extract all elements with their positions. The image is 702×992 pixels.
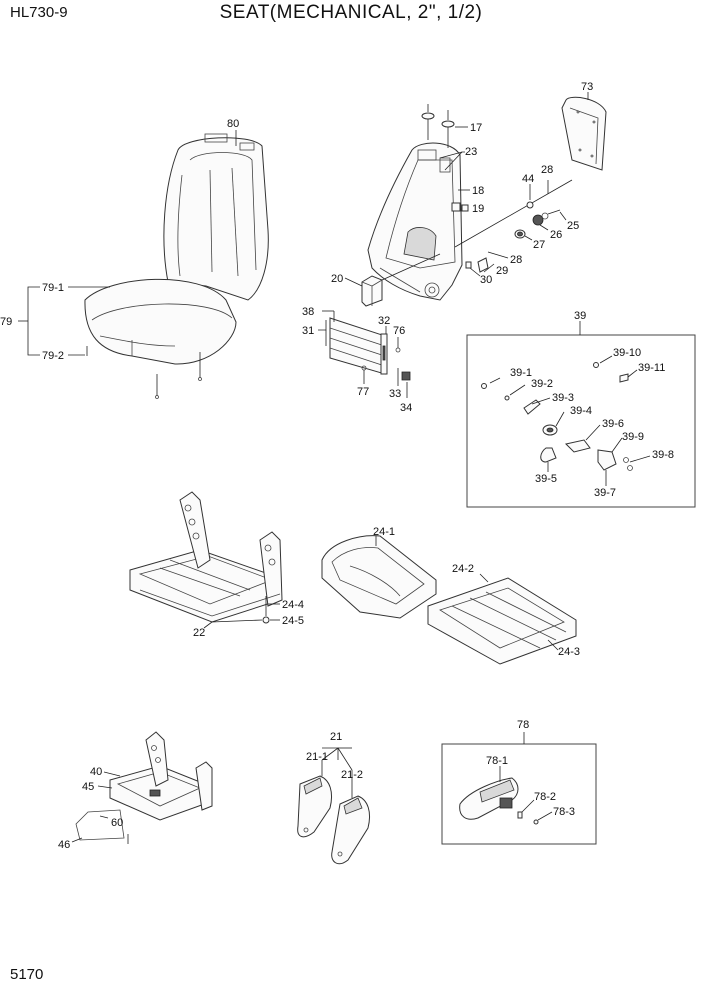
- side-cover-21-2: [331, 795, 371, 865]
- callout-39-2: 39-2: [531, 378, 553, 390]
- page-title: SEAT(MECHANICAL, 2", 1/2): [219, 2, 483, 23]
- back-cover-73: [561, 96, 607, 171]
- callout-39-9: 39-9: [622, 431, 644, 443]
- model-code: HL730-9: [10, 4, 68, 21]
- callout-24-4: 24-4: [282, 599, 304, 611]
- callout-79: 79: [0, 316, 12, 328]
- backrest-cushion-80: [163, 133, 269, 301]
- callout-24-5: 24-5: [282, 615, 304, 627]
- callout-21: 21: [330, 731, 342, 743]
- callout-39-5: 39-5: [535, 473, 557, 485]
- lumbar-bracket-32: [380, 333, 388, 375]
- callout-28-a: 28: [541, 164, 553, 176]
- headrest-pins-17: [421, 104, 455, 148]
- callout-31: 31: [302, 325, 314, 337]
- callout-21-2: 21-2: [341, 769, 363, 781]
- seat-base-40: [109, 731, 213, 821]
- callout-25: 25: [567, 220, 579, 232]
- page-number: 5170: [10, 966, 44, 983]
- seat-rails-24-3: [427, 577, 577, 665]
- lumbar-support-31: [329, 317, 386, 375]
- armrest-78-1: [459, 777, 519, 820]
- callout-39-7: 39-7: [594, 487, 616, 499]
- callout-60: 60: [111, 817, 123, 829]
- callout-79-1: 79-1: [42, 282, 64, 294]
- callout-73: 73: [581, 81, 593, 93]
- callout-40: 40: [90, 766, 102, 778]
- callout-24-1: 24-1: [373, 526, 395, 538]
- callout-39-1: 39-1: [510, 367, 532, 379]
- callout-27: 27: [533, 239, 545, 251]
- cushion-bolts: [86, 346, 202, 399]
- callout-39-3: 39-3: [552, 392, 574, 404]
- callout-17: 17: [470, 122, 482, 134]
- seat-pan-24-1: [321, 535, 437, 619]
- callout-78-2: 78-2: [534, 791, 556, 803]
- callout-32: 32: [378, 315, 390, 327]
- seat-cushion-79-1: [84, 278, 237, 365]
- callout-34: 34: [400, 402, 412, 414]
- callout-46: 46: [58, 839, 70, 851]
- callout-39-8: 39-8: [652, 449, 674, 461]
- callout-24-3: 24-3: [558, 646, 580, 658]
- cable-46: [75, 809, 125, 841]
- recline-mechanism-39: [481, 362, 633, 471]
- callout-44: 44: [522, 173, 534, 185]
- callout-21-1: 21-1: [306, 751, 328, 763]
- callout-78: 78: [517, 719, 529, 731]
- callout-38: 38: [302, 306, 314, 318]
- callout-28-b: 28: [510, 254, 522, 266]
- callout-24-2: 24-2: [452, 563, 474, 575]
- side-cover-21-1: [297, 775, 333, 838]
- callout-26: 26: [550, 229, 562, 241]
- callout-80: 80: [227, 118, 239, 130]
- detail-box-78: [441, 743, 597, 845]
- callout-39-4: 39-4: [570, 405, 592, 417]
- callout-78-1: 78-1: [486, 755, 508, 767]
- callout-39-11: 39-11: [638, 362, 665, 374]
- callout-45: 45: [82, 781, 94, 793]
- callout-22: 22: [193, 627, 205, 639]
- detail-box-39: [466, 334, 696, 508]
- callout-33: 33: [389, 388, 401, 400]
- pouch-20: [361, 275, 383, 307]
- knob-26: [532, 209, 561, 226]
- callout-39-6: 39-6: [602, 418, 624, 430]
- callout-76: 76: [393, 325, 405, 337]
- callout-77: 77: [357, 386, 369, 398]
- callout-78-3: 78-3: [553, 806, 575, 818]
- callout-29: 29: [496, 265, 508, 277]
- callout-20: 20: [331, 273, 343, 285]
- clip-19: [451, 202, 469, 212]
- callout-79-2: 79-2: [42, 350, 64, 362]
- seat-base-22: [129, 491, 283, 623]
- callout-23: 23: [465, 146, 477, 158]
- callout-39-10: 39-10: [613, 347, 641, 359]
- callout-39: 39: [574, 310, 586, 322]
- callout-19: 19: [472, 203, 484, 215]
- callout-30: 30: [480, 274, 492, 286]
- callout-18: 18: [472, 185, 484, 197]
- seat-back-frame-18: [367, 142, 463, 301]
